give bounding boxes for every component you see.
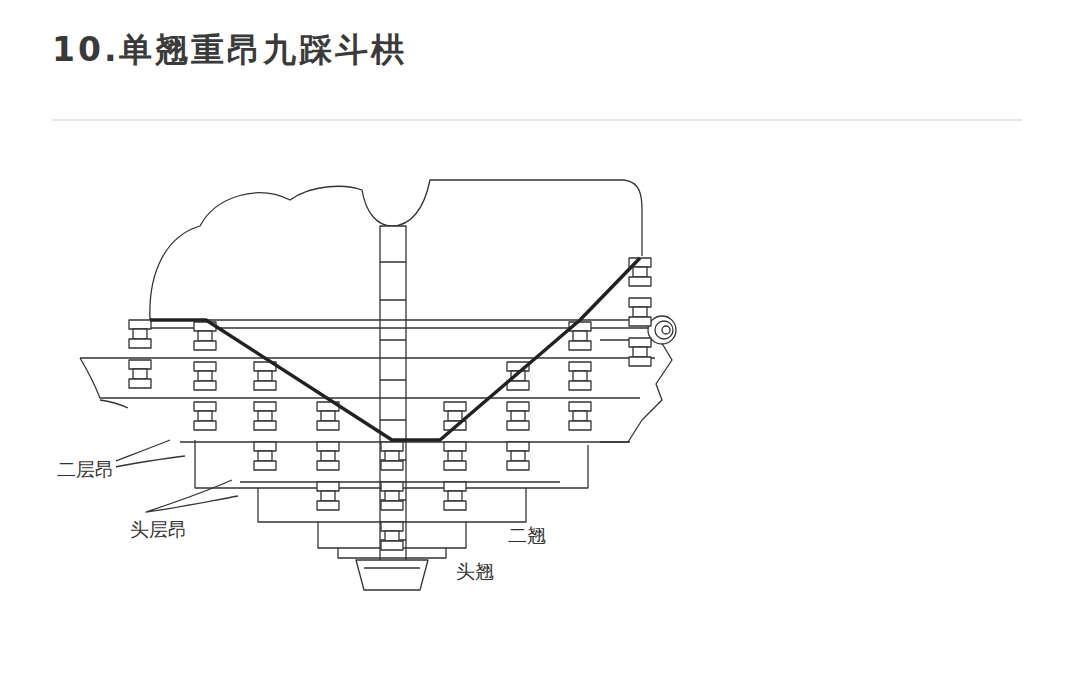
dou-block <box>511 411 525 421</box>
dou-block <box>258 451 272 461</box>
dou-block <box>129 320 151 329</box>
first-ang <box>146 480 560 512</box>
long-arm <box>195 440 588 488</box>
profile-line <box>150 258 640 440</box>
dou-block <box>254 461 276 470</box>
dou-block <box>254 402 276 411</box>
dou-block <box>573 371 587 381</box>
dou-block <box>194 402 216 411</box>
dou-block <box>258 411 272 421</box>
dou-block <box>381 522 403 531</box>
dou-block <box>198 331 212 341</box>
dou-block <box>569 362 591 371</box>
dou-blocks <box>129 258 651 550</box>
dou-block <box>194 362 216 371</box>
dou-block <box>507 402 529 411</box>
dou-block <box>194 381 216 390</box>
dou-block <box>129 360 151 369</box>
dou-block <box>194 341 216 350</box>
dou-block <box>133 329 147 339</box>
second-qiao-arm <box>258 488 526 522</box>
dou-block <box>385 531 399 541</box>
label-wrap: 二翘 <box>506 524 548 547</box>
column-divisions <box>380 262 406 540</box>
dou-block <box>444 501 466 510</box>
dou-block <box>629 317 651 326</box>
dou-block <box>317 482 339 491</box>
dou-block <box>569 421 591 430</box>
dou-block <box>254 421 276 430</box>
dou-block <box>317 501 339 510</box>
dou-block <box>129 379 151 388</box>
dou-block <box>317 442 339 451</box>
dou-block <box>129 339 151 348</box>
base-block <box>356 560 428 590</box>
dou-block <box>194 421 216 430</box>
title-rule <box>52 119 1022 120</box>
dou-block <box>569 341 591 350</box>
title-wrap: 10.单翘重昂九踩斗栱 <box>52 28 407 73</box>
dou-block <box>258 371 272 381</box>
part-label: 二翘 <box>506 524 548 547</box>
dou-block <box>444 402 466 411</box>
part-label: 二层昂 <box>55 458 116 481</box>
dou-block <box>254 381 276 390</box>
dou-block <box>507 421 529 430</box>
scroll-head <box>662 326 670 334</box>
dou-block <box>629 298 651 307</box>
dou-block <box>381 501 403 510</box>
dou-block <box>385 451 399 461</box>
dou-block <box>444 482 466 491</box>
upper-ang-beam <box>80 358 655 408</box>
dou-block <box>444 442 466 451</box>
dou-block <box>633 267 647 277</box>
bracket-drawing <box>80 180 676 590</box>
dou-block <box>573 411 587 421</box>
label-wrap: 头翘 <box>454 560 496 583</box>
dou-block <box>254 442 276 451</box>
dou-block <box>381 442 403 451</box>
dou-block <box>448 491 462 501</box>
dou-block <box>381 482 403 491</box>
dou-block <box>448 451 462 461</box>
dou-block <box>133 369 147 379</box>
dou-block <box>569 402 591 411</box>
dou-block <box>511 451 525 461</box>
dou-block <box>381 541 403 550</box>
dou-block <box>573 331 587 341</box>
dou-block <box>321 491 335 501</box>
center-column <box>380 226 406 564</box>
dou-block <box>317 461 339 470</box>
dou-block <box>321 411 335 421</box>
dou-block <box>198 371 212 381</box>
dou-block <box>569 381 591 390</box>
dou-block <box>629 277 651 286</box>
dou-block <box>507 461 529 470</box>
dou-block <box>444 461 466 470</box>
right-end <box>600 340 672 442</box>
dou-block <box>629 357 651 366</box>
dou-block <box>507 381 529 390</box>
label-wrap: 头层昂 <box>128 518 189 541</box>
dou-block <box>385 491 399 501</box>
part-label: 头层昂 <box>128 518 189 541</box>
dou-block <box>198 411 212 421</box>
dou-block <box>321 451 335 461</box>
scroll-head <box>655 321 673 339</box>
dou-block <box>507 442 529 451</box>
scroll-head <box>648 316 676 344</box>
dou-block <box>448 411 462 421</box>
dou-block <box>633 307 647 317</box>
dou-block <box>629 338 651 347</box>
second-ang <box>88 440 630 472</box>
page-title: 10.单翘重昂九踩斗栱 <box>52 28 407 73</box>
dou-block <box>381 461 403 470</box>
dou-block <box>633 347 647 357</box>
dou-block <box>317 421 339 430</box>
label-wrap: 二层昂 <box>55 458 116 481</box>
part-label: 头翘 <box>454 560 496 583</box>
